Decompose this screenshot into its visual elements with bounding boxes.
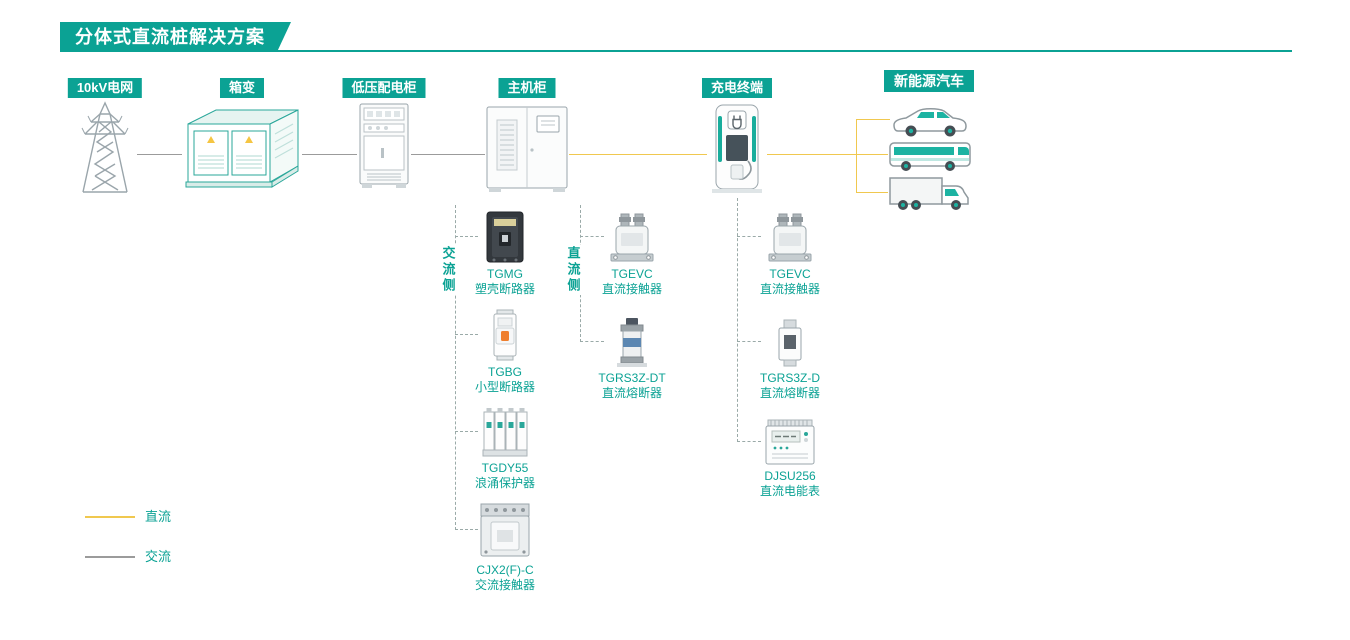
- product-tgrs3z-d: TGRS3Z-D 直流熔断器: [730, 318, 850, 401]
- product-name: TGEVC: [769, 267, 811, 281]
- product-name: TGRS3Z-DT: [598, 371, 666, 385]
- product-tgmg: TGMG 塑壳断路器: [445, 210, 565, 297]
- tgevc-dc-contactor-icon: [610, 213, 654, 262]
- legend-dc-label: 直流: [145, 509, 172, 524]
- node-label-lv-cabinet: 低压配电柜: [342, 78, 426, 98]
- product-tgdy55: TGDY55 浪涌保护器: [445, 406, 565, 491]
- dc-stub-truck: [856, 192, 888, 193]
- product-desc: 小型断路器: [474, 380, 535, 394]
- ac-side-dashed-line: [455, 205, 456, 530]
- product-tgevc-terminal: TGEVC 直流接触器: [730, 210, 850, 297]
- product-desc: 塑壳断路器: [474, 282, 535, 296]
- legend-ac-line: [85, 556, 135, 558]
- tgmg-mccb-icon: [486, 211, 524, 263]
- product-tgrs3z-dt: TGRS3Z-DT 直流熔断器: [572, 316, 692, 401]
- legend-ac-label: 交流: [145, 549, 172, 564]
- transmission-tower-icon: [81, 101, 129, 193]
- product-tgevc-main: TGEVC 直流接触器: [572, 210, 692, 297]
- node-label-ev-vehicles: 新能源汽车: [884, 70, 974, 92]
- main-cabinet-icon: [486, 106, 568, 192]
- ac-side-stub-1: [455, 236, 478, 237]
- legend-dc-line: [85, 516, 135, 518]
- tgevc-dc-contactor-icon: [768, 213, 812, 262]
- product-name: TGDY55: [481, 461, 529, 475]
- node-label-box-transformer: 箱变: [219, 78, 265, 98]
- car-icon: [893, 108, 967, 137]
- page-title-banner: 分体式直流桩解决方案: [60, 22, 291, 52]
- product-desc: 直流熔断器: [601, 386, 662, 400]
- tgrs3z-d-fuse-icon: [778, 319, 802, 367]
- dc-connector-line-2: [767, 154, 856, 155]
- product-desc: 直流接触器: [759, 282, 820, 296]
- product-name: DJSU256: [764, 469, 816, 483]
- product-desc: 交流接触器: [474, 578, 535, 592]
- dc-side-stub-1: [580, 236, 604, 237]
- product-name: CJX2(F)-C: [476, 563, 534, 577]
- product-name: TGEVC: [611, 267, 653, 281]
- box-transformer-icon: [185, 109, 299, 188]
- product-cjx2: CJX2(F)-C 交流接触器: [445, 500, 565, 593]
- dc-branch-vertical-line: [856, 119, 857, 193]
- charging-terminal-icon: [712, 104, 762, 193]
- title-underline: [60, 50, 1292, 52]
- ac-connector-line-3: [411, 154, 485, 155]
- product-desc: 直流电能表: [759, 484, 820, 498]
- dc-connector-line-1: [569, 154, 707, 155]
- node-label-charging-terminal: 充电终端: [701, 78, 773, 98]
- dc-side-label: 直流侧: [563, 245, 583, 295]
- bus-icon: [889, 142, 971, 171]
- tgdy55-spd-icon: [482, 408, 528, 457]
- ac-side-stub-3: [455, 431, 478, 432]
- product-name: TGRS3Z-D: [760, 371, 820, 385]
- node-label-main-cabinet: 主机柜: [498, 78, 556, 98]
- dc-stub-car: [856, 119, 890, 120]
- terminal-stub-1: [737, 236, 761, 237]
- djsu256-meter-icon: [765, 419, 815, 465]
- product-tgbg: TGBG 小型断路器: [445, 308, 565, 395]
- lv-distribution-cabinet-icon: [359, 103, 409, 188]
- dc-stub-bus: [856, 154, 888, 155]
- ac-side-stub-2: [455, 334, 478, 335]
- terminal-stub-3: [737, 441, 761, 442]
- ac-side-stub-4: [455, 529, 478, 530]
- product-name: TGMG: [487, 267, 523, 281]
- tgbg-mcb-icon: [493, 309, 517, 361]
- truck-icon: [889, 177, 969, 210]
- ac-side-label: 交流侧: [438, 245, 458, 295]
- terminal-dashed-line: [737, 198, 738, 442]
- product-desc: 浪涌保护器: [474, 476, 535, 490]
- dc-side-stub-2: [580, 341, 604, 342]
- product-desc: 直流熔断器: [759, 386, 820, 400]
- node-label-grid: 10kV电网: [67, 78, 143, 98]
- product-desc: 直流接触器: [601, 282, 662, 296]
- ac-connector-line-2: [302, 154, 357, 155]
- tgrs3z-dt-fuse-icon: [617, 318, 647, 367]
- page-title: 分体式直流桩解决方案: [75, 27, 265, 47]
- ac-connector-line-1: [137, 154, 182, 155]
- cjx2-ac-contactor-icon: [480, 503, 530, 557]
- product-name: TGBG: [487, 365, 522, 379]
- terminal-stub-2: [737, 341, 761, 342]
- product-djsu256: DJSU256 直流电能表: [730, 418, 850, 499]
